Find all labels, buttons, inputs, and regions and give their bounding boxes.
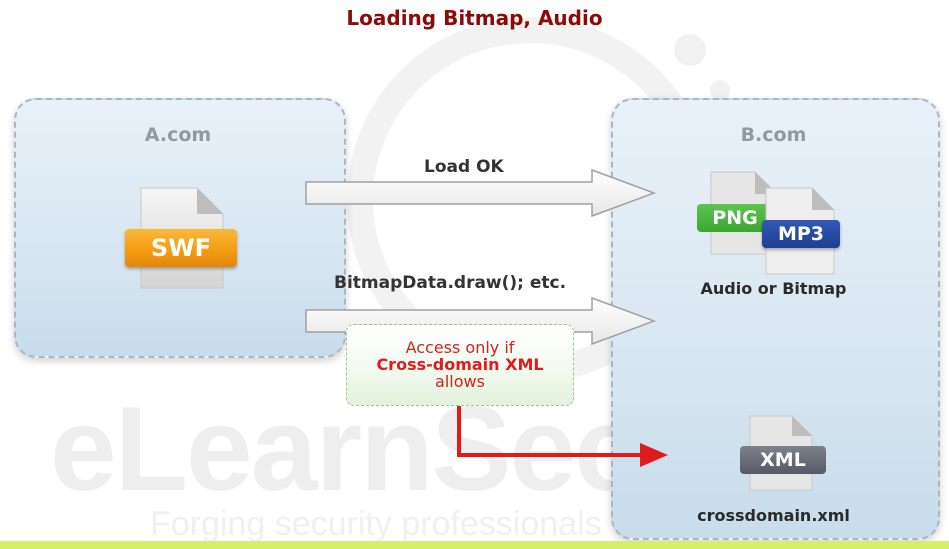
note-line-1: Access only if: [405, 338, 515, 357]
png-file-icon: PNG: [697, 170, 787, 270]
page-title: Loading Bitmap, Audio: [346, 6, 603, 30]
domain-label-a: A.com: [144, 124, 212, 146]
note-line-3: allows: [435, 372, 485, 391]
draw-arrow-label: BitmapData.draw(); etc.: [334, 273, 567, 293]
media-caption: Audio or Bitmap: [700, 279, 847, 298]
swf-file-icon: SWF: [125, 186, 243, 290]
swf-tag: SWF: [125, 229, 237, 267]
access-note: Access only if Cross-domain XML allows: [346, 324, 574, 406]
png-tag: PNG: [697, 204, 773, 232]
mp3-tag: MP3: [762, 220, 840, 248]
mp3-file-icon: MP3: [752, 186, 847, 286]
load-arrow: [305, 168, 657, 218]
xml-file-icon: XML: [740, 414, 830, 494]
xml-caption: crossdomain.xml: [697, 506, 850, 525]
bottom-accent-bar: [0, 541, 949, 549]
note-line-2: Cross-domain XML: [376, 355, 544, 374]
watermark-tagline: Forging security professionals: [150, 505, 602, 543]
load-arrow-label: Load OK: [424, 157, 504, 177]
xml-tag: XML: [740, 446, 826, 474]
domain-label-b: B.com: [740, 124, 807, 146]
red-connector-arrow: [457, 402, 668, 467]
